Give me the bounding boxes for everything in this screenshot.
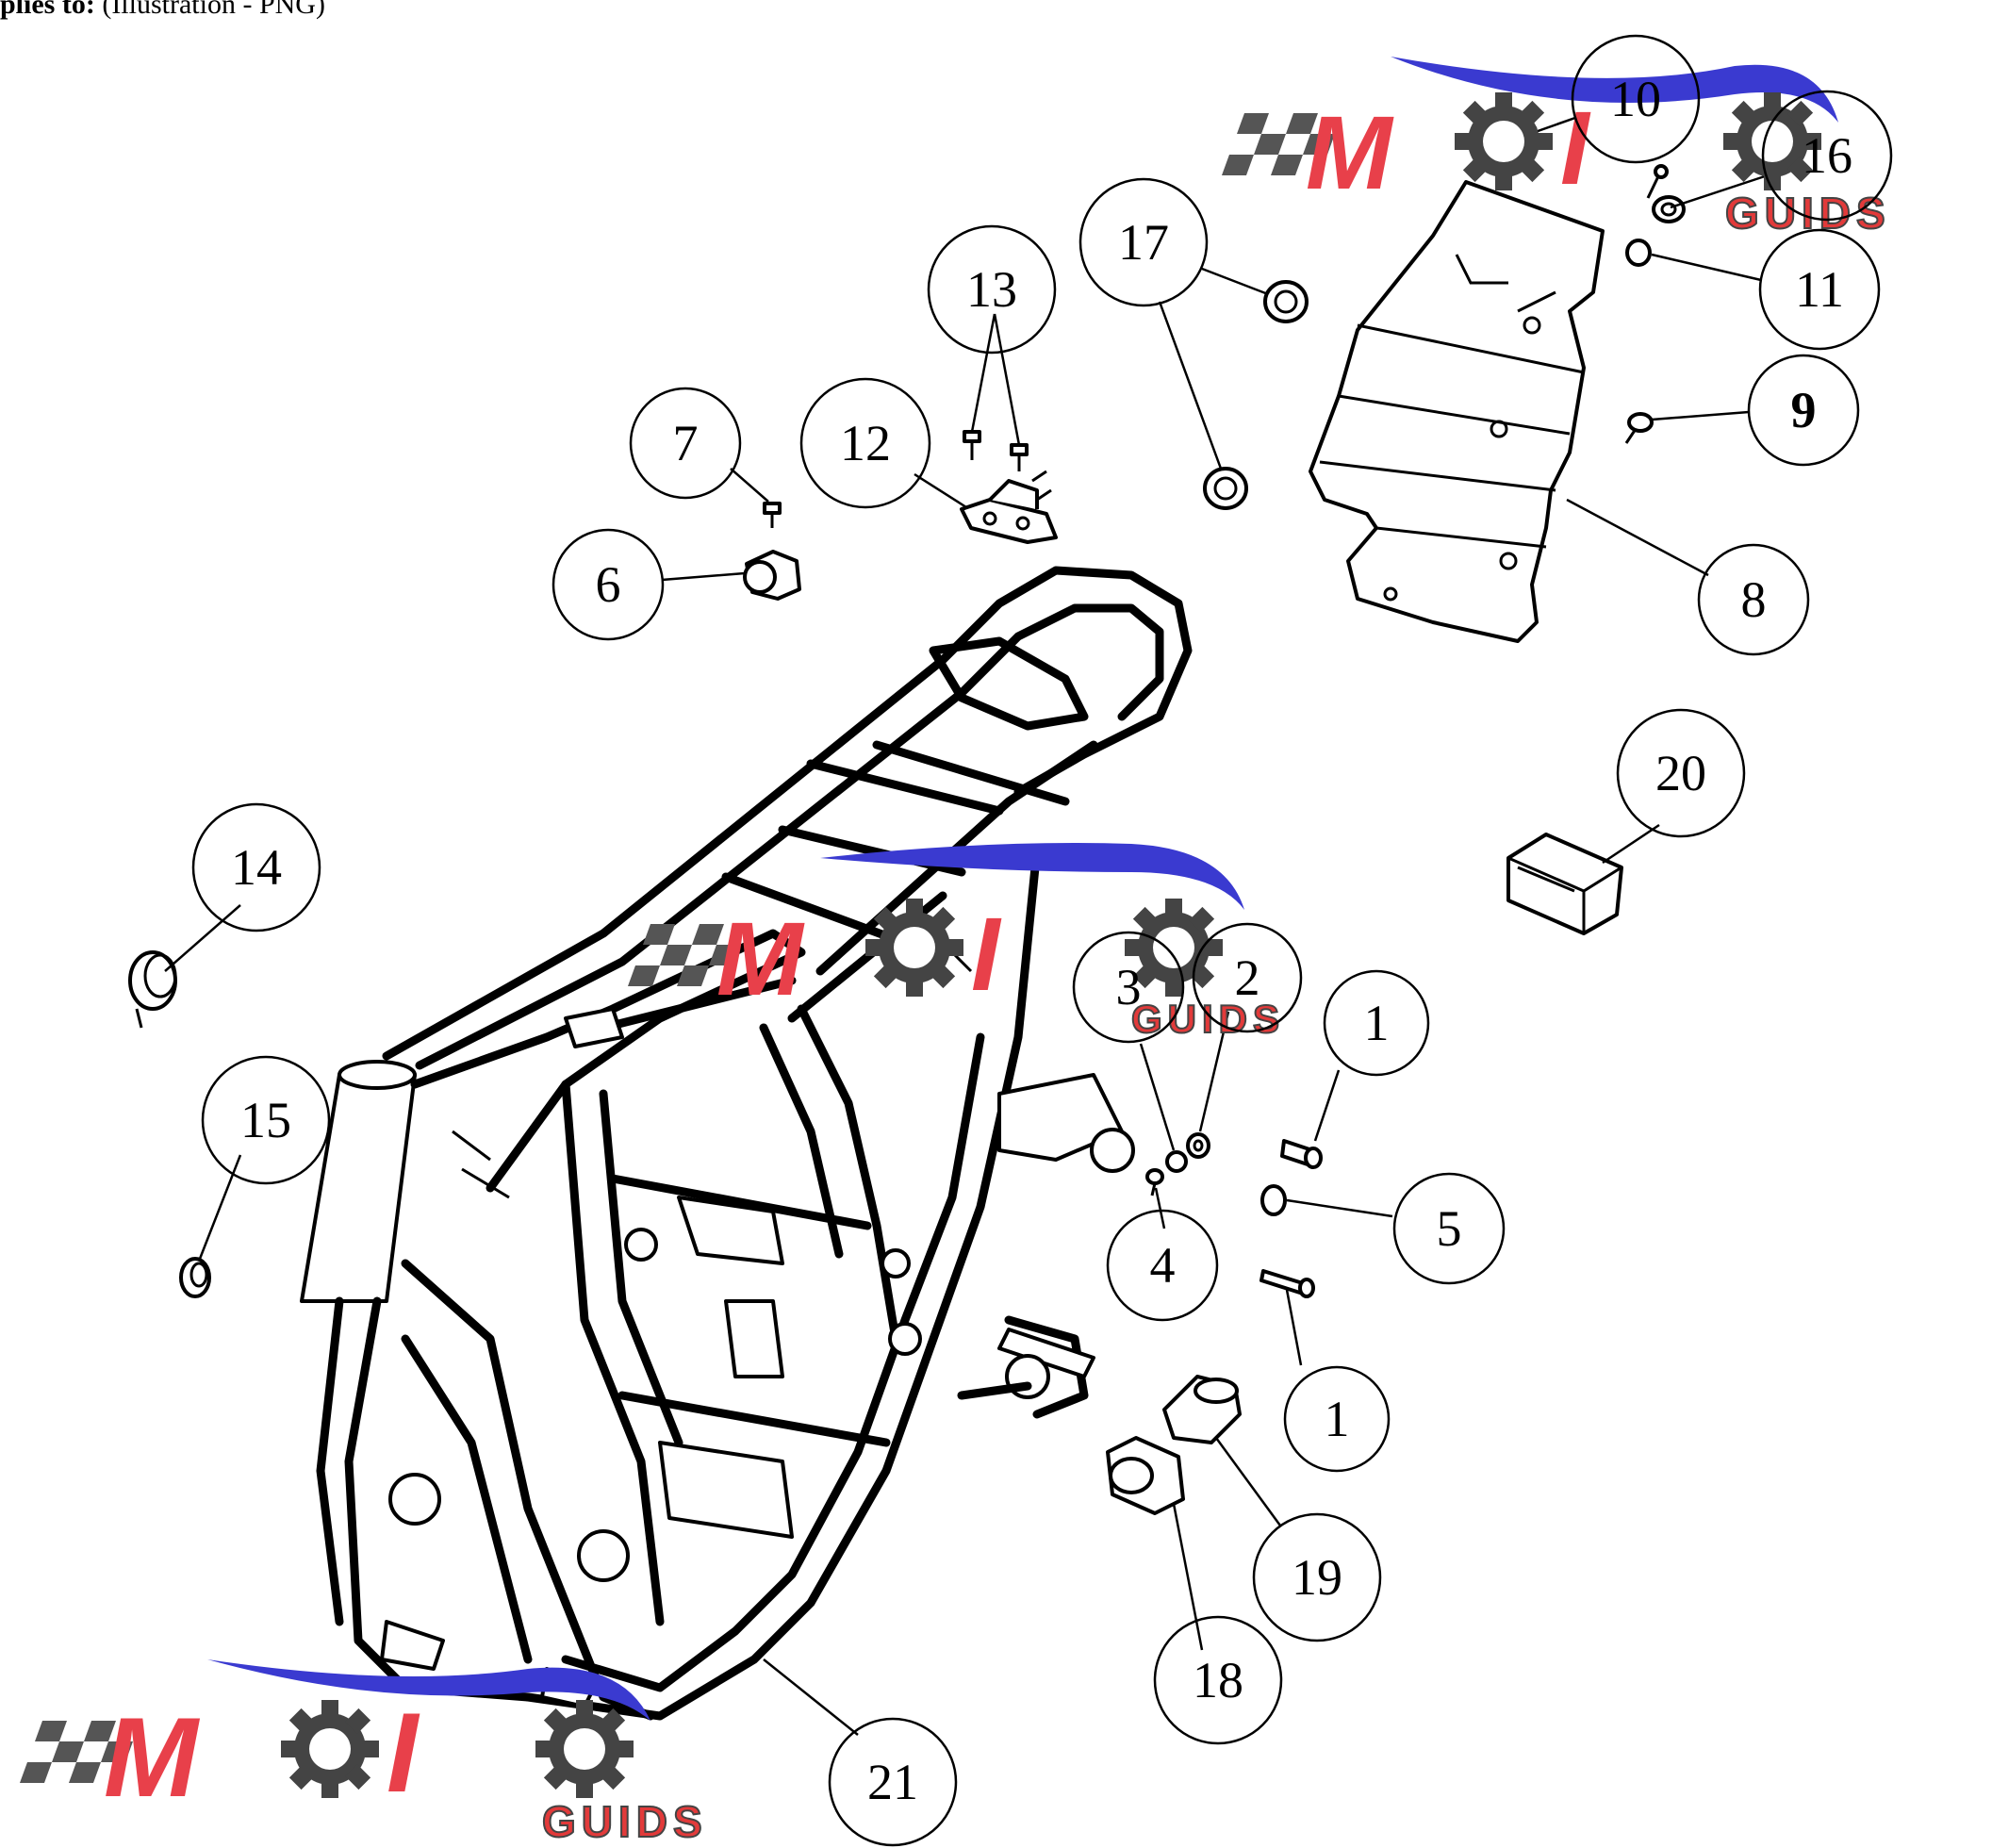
svg-text:7: 7 [673, 415, 699, 471]
callout-15: 15 [201, 1055, 331, 1185]
part-2-nut [1186, 1132, 1210, 1159]
svg-text:11: 11 [1795, 261, 1844, 318]
watermark-bottom-guids: GUIDS [542, 1797, 708, 1846]
part-5-bushing [1260, 1184, 1287, 1216]
svg-text:1: 1 [1325, 1391, 1350, 1447]
svg-text:14: 14 [231, 839, 282, 896]
callouts: 1 1 2 3 4 5 6 7 [191, 34, 1893, 1847]
callout-21: 21 [828, 1717, 958, 1847]
watermark-bottom-m: M [104, 1694, 201, 1821]
part-15-bearing [179, 1257, 211, 1298]
svg-text:I: I [1560, 91, 1591, 206]
callout-12: 12 [799, 377, 931, 509]
svg-text:3: 3 [1116, 959, 1142, 1015]
part-14-bearing [128, 950, 177, 1029]
watermark-bottom: M I GUIDS [19, 1659, 708, 1847]
part-9-screw [1624, 412, 1654, 444]
part-19-cap [1162, 1375, 1242, 1444]
part-1-bolt-lower [1259, 1269, 1315, 1298]
watermark-top-guids: GUIDS [1725, 189, 1891, 238]
part-11-washer [1625, 239, 1652, 267]
svg-text:19: 19 [1292, 1549, 1342, 1606]
svg-text:15: 15 [240, 1092, 291, 1148]
watermark-top-m: M [1306, 95, 1394, 211]
callout-14: 14 [191, 802, 321, 932]
callout-1b: 1 [1283, 1365, 1391, 1473]
page-header: plies to: (Illustration - PNG) [0, 0, 325, 21]
callout-8: 8 [1697, 543, 1810, 656]
svg-text:13: 13 [966, 261, 1017, 318]
callout-5: 5 [1392, 1172, 1506, 1285]
part-8-rear-fender [1309, 180, 1605, 643]
watermark-middle-m: M [716, 901, 805, 1017]
part-7-bolt [763, 502, 782, 528]
callout-18: 18 [1153, 1615, 1283, 1745]
callout-7: 7 [629, 387, 742, 500]
callout-6: 6 [552, 528, 665, 641]
watermark-top: M I GUIDS [1221, 57, 1891, 239]
svg-text:6: 6 [596, 556, 621, 613]
callout-4: 4 [1106, 1209, 1219, 1322]
callout-19: 19 [1252, 1512, 1382, 1642]
part-18-clamp [1106, 1436, 1185, 1515]
svg-text:8: 8 [1741, 571, 1767, 628]
main-frame [300, 566, 1193, 1721]
part-1-bolt-upper [1280, 1139, 1323, 1169]
callout-16: 16 [1761, 90, 1893, 222]
part-4-screw [1145, 1168, 1164, 1196]
svg-text:I: I [971, 897, 1002, 1013]
svg-text:12: 12 [840, 415, 891, 471]
callout-9: 9 [1747, 354, 1860, 467]
svg-text:17: 17 [1118, 214, 1169, 271]
part-20-box [1506, 833, 1623, 935]
svg-text:21: 21 [867, 1754, 918, 1810]
svg-text:16: 16 [1802, 127, 1852, 184]
part-17-grommets [1203, 280, 1309, 510]
callout-17: 17 [1078, 177, 1209, 307]
svg-text:1: 1 [1364, 995, 1390, 1051]
part-16-washer [1652, 195, 1686, 223]
callout-1a: 1 [1323, 969, 1430, 1077]
part-6-clamp [743, 550, 801, 601]
callout-20: 20 [1616, 708, 1746, 838]
header-value: (Illustration - PNG) [102, 0, 325, 20]
svg-text:5: 5 [1437, 1200, 1462, 1257]
callout-13: 13 [927, 224, 1057, 355]
callout-11: 11 [1758, 228, 1881, 351]
part-3-nut [1165, 1150, 1188, 1173]
header-label: plies to: [0, 0, 95, 20]
part-12-bracket [960, 470, 1058, 544]
svg-text:10: 10 [1610, 71, 1661, 127]
svg-text:9: 9 [1791, 382, 1817, 438]
svg-text:4: 4 [1150, 1237, 1176, 1294]
svg-text:I: I [387, 1690, 420, 1816]
leader-lines [164, 111, 1771, 1736]
svg-text:20: 20 [1655, 745, 1706, 801]
callout-3: 3 [1072, 931, 1185, 1044]
callout-10: 10 [1571, 34, 1701, 164]
svg-text:2: 2 [1235, 949, 1260, 1006]
callout-2: 2 [1192, 922, 1303, 1033]
svg-text:18: 18 [1193, 1652, 1243, 1708]
